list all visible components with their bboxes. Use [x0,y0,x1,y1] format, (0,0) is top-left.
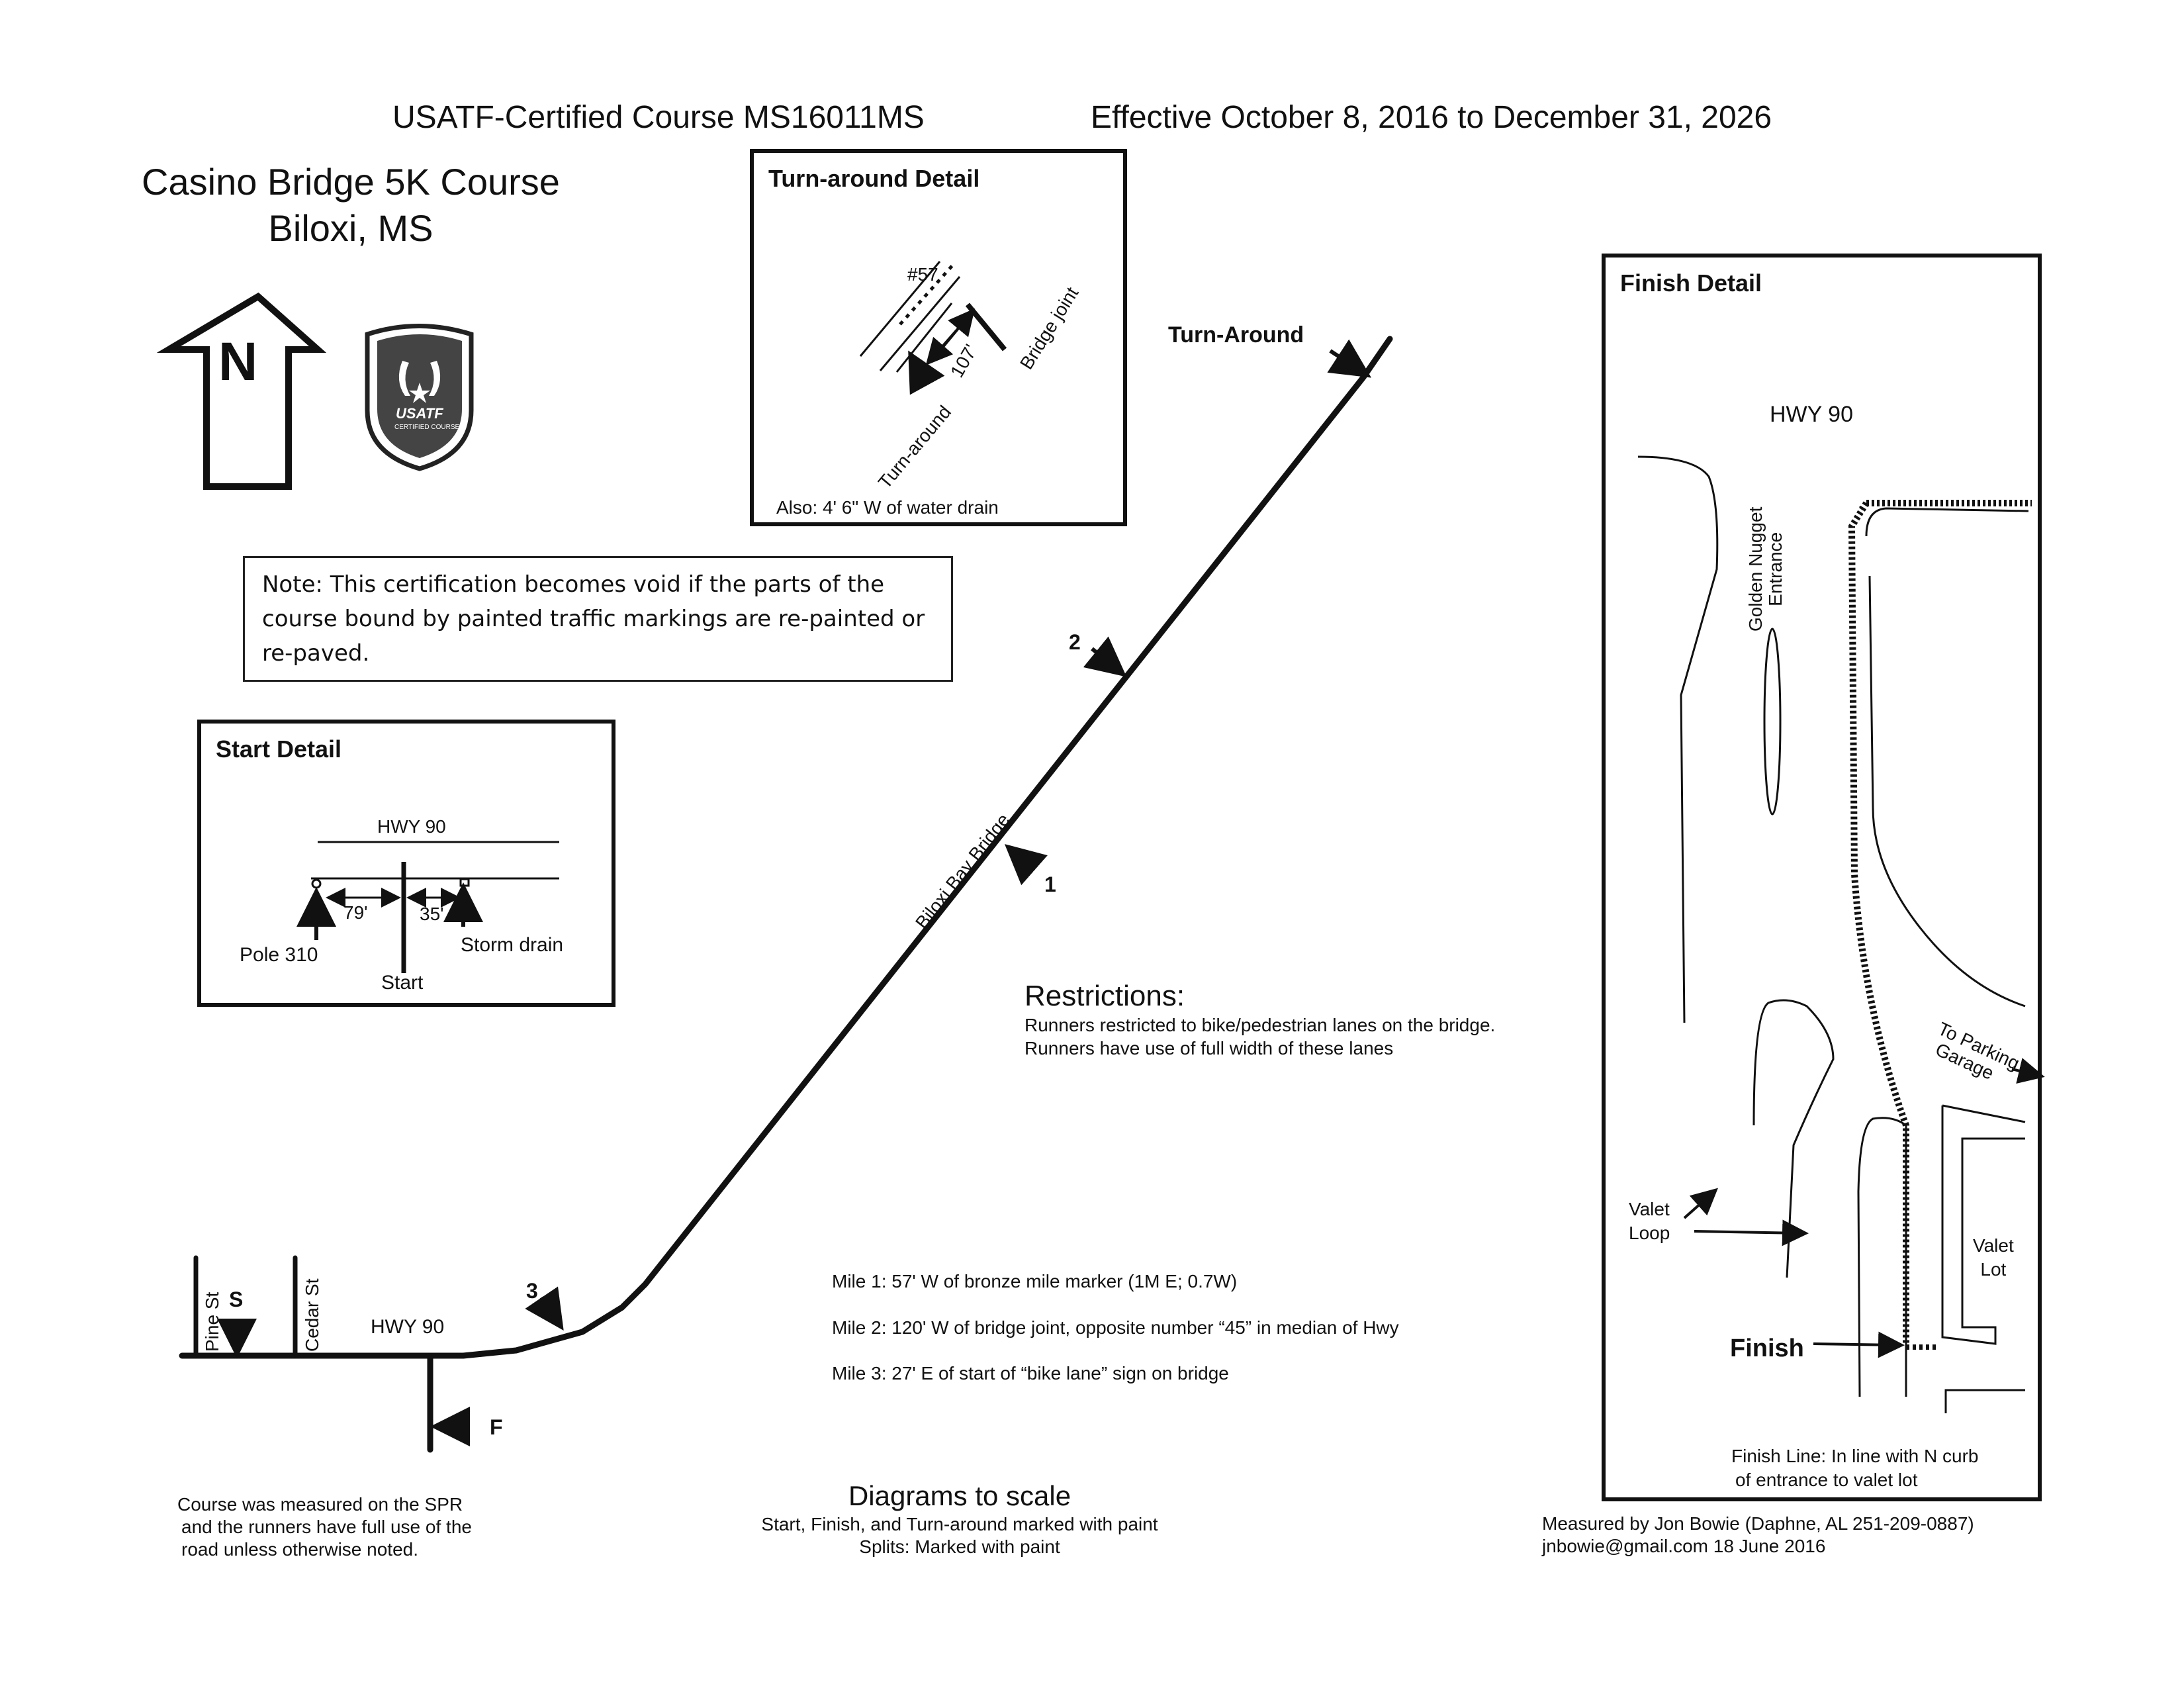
page-title: Casino Bridge 5K Course Biloxi, MS [119,159,582,252]
restrictions-line: Runners restricted to bike/pedestrian la… [1024,1015,1496,1035]
start-detail-title: Start Detail [216,735,342,763]
pine-st-label: Pine St [202,1291,222,1352]
scale-note: Diagrams to scale Start, Finish, and Tur… [735,1479,1185,1558]
measurement-line: Course was measured on the SPR [177,1494,463,1515]
golden-nugget-entrance-label: Golden Nugget Entrance [1745,506,1786,632]
scale-line: Splits: Marked with paint [859,1536,1060,1557]
logo-text: USATF [396,405,443,422]
finish-marker: F [490,1415,503,1439]
mile-2-description: Mile 2: 120' W of bridge joint, opposite… [832,1317,1399,1338]
finish-line-description: Finish Line: In line with N curb of entr… [1731,1444,1979,1492]
valet-loop-line: Valet [1629,1199,1670,1219]
finish-line-text: of entrance to valet lot [1735,1470,1918,1490]
finish-detail-box: Finish Detail HWY 90 Golden Nugget Entra… [1602,254,2042,1501]
valet-lot-label: Valet Lot [1973,1234,2014,1282]
drain-distance: 35' [420,904,444,924]
finish-label: Finish [1730,1335,1804,1362]
turnaround-label: Turn-around [874,401,956,492]
start-road-label: HWY 90 [377,816,446,837]
measurement-line: and the runners have full use of the [181,1517,472,1537]
pole-label: Pole 310 [240,944,318,966]
course-name: Casino Bridge 5K Course [142,161,560,203]
valet-loop-line: Loop [1629,1223,1670,1243]
restrictions-line: Runners have use of full width of these … [1024,1038,1394,1058]
finish-road-label: HWY 90 [1770,402,1853,427]
course-location: Biloxi, MS [268,207,433,249]
mile-1-description: Mile 1: 57' W of bronze mile marker (1M … [832,1271,1238,1291]
restrictions-title: Restrictions: [1024,980,1185,1012]
logo-subtext: CERTIFIED COURSE [394,424,460,431]
valet-lot-line: Valet [1973,1235,2014,1256]
measurement-note: Course was measured on the SPR and the r… [177,1493,472,1561]
start-label: Start [381,972,424,994]
turnaround-detail-title: Turn-around Detail [768,165,980,192]
marker-number: #57 [907,264,938,285]
course-arrows [217,339,1372,1446]
bridge-joint-label: Bridge joint [1016,283,1083,373]
start-marker: S [229,1288,244,1311]
entrance-line: Golden Nugget [1745,506,1766,632]
measurement-line: road unless otherwise noted. [181,1539,418,1560]
start-diagram [296,841,559,973]
finish-detail-title: Finish Detail [1620,269,1762,297]
hwy-90-label: HWY 90 [371,1316,445,1338]
finish-line-text: Finish Line: In line with N curb [1731,1446,1979,1466]
turnaround-detail-box: Turn-around Detail #57 107' Bridge joint… [750,149,1127,526]
pole-distance: 79' [343,902,368,923]
mile-3-marker: 3 [526,1279,538,1303]
scale-line: Start, Finish, and Turn-around marked wi… [761,1514,1158,1534]
cedar-st-label: Cedar St [302,1278,322,1352]
valet-lot-line: Lot [1980,1259,2007,1280]
finish-diagram [1637,455,2045,1413]
certification-note: Note: This certification becomes void if… [243,556,953,682]
certification-number: USATF-Certified Course MS16011MS [392,100,925,135]
measurer-email: jnbowie@gmail.com 18 June 2016 [1542,1536,1826,1556]
usatf-shield-logo [365,324,474,471]
turnaround-diagram [859,261,1007,395]
parking-garage-label: To Parking Garage [1927,1018,2023,1092]
start-detail-box: Start Detail HWY 90 79' 35' Pole 310 Sta… [197,720,615,1007]
note-line: re-paved. [262,640,370,667]
scale-title: Diagrams to scale [848,1480,1071,1511]
valet-loop-label: Valet Loop [1629,1197,1670,1245]
turnaround-distance: 107' [946,340,981,381]
mile-1-marker: 1 [1044,872,1056,896]
measurer-info: Measured by Jon Bowie (Daphne, AL 251-20… [1542,1513,1974,1558]
effective-dates: Effective October 8, 2016 to December 31… [1091,100,1772,135]
north-arrow-icon [156,292,327,490]
mile-3-description: Mile 3: 27' E of start of “bike lane” si… [832,1363,1229,1383]
note-line: Note: This certification becomes void if… [262,571,885,598]
turn-around-label: Turn-Around [1168,322,1304,348]
water-drain-note: Also: 4' 6" W of water drain [776,497,999,518]
storm-drain-label: Storm drain [461,934,564,956]
mile-2-marker: 2 [1069,630,1081,654]
north-label: N [218,332,258,392]
entrance-line: Entrance [1765,532,1786,606]
note-line: course bound by painted traffic markings… [262,606,925,632]
measurer-line: Measured by Jon Bowie (Daphne, AL 251-20… [1542,1513,1974,1534]
